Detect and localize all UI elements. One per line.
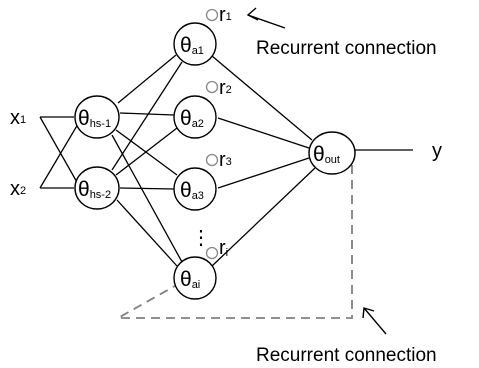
node-a2-label: θa2 <box>180 107 204 130</box>
edge-a2-out <box>217 117 310 149</box>
recurrent-loops <box>205 8 219 260</box>
edge-a3-out <box>217 157 310 189</box>
recurrent-loop-a1 <box>205 8 219 22</box>
recurrent-loop-ai <box>205 246 219 260</box>
node-a3-circle <box>173 167 217 211</box>
nodes <box>74 22 356 300</box>
edge-hs1-ai <box>111 134 183 263</box>
edge-hs2-a3 <box>119 187 175 190</box>
recurrent-ri-label: ri <box>219 237 228 259</box>
node-hs1-label: θhs-1 <box>78 107 111 130</box>
node-hs2-circle <box>74 166 120 210</box>
edge-x1-hs2 <box>39 116 79 185</box>
edge-hs1-a3 <box>115 129 178 176</box>
input-x2-label: x2 <box>10 178 26 200</box>
top-arrow-shaft <box>247 14 286 29</box>
bottom-arrow-head <box>362 307 375 319</box>
recurrent-r3-label: r3 <box>219 149 232 171</box>
node-ai-label: θai <box>180 268 200 291</box>
node-a3-label: θa3 <box>180 179 204 202</box>
node-hs2-label: θhs-2 <box>78 178 111 201</box>
annotation-arrows <box>246 7 387 335</box>
node-ai-circle <box>173 256 217 300</box>
edge-hs2-a1 <box>111 61 183 171</box>
recurrent-r1-label: r1 <box>219 4 232 26</box>
annotation-bottom: Recurrent connection <box>256 345 437 366</box>
top-arrow-head <box>246 7 259 21</box>
input-x1-label: x1 <box>10 107 26 129</box>
edge-hs2-a2 <box>115 127 178 176</box>
annotation-top: Recurrent connection <box>256 38 437 59</box>
recurrent-loop-a3 <box>205 153 219 167</box>
connections <box>39 54 413 267</box>
node-out-circle <box>308 131 356 175</box>
output-y-label: y <box>432 140 442 162</box>
edge-x2-hs1 <box>39 123 79 189</box>
edge-hs1-a1 <box>117 54 177 104</box>
edge-hs1-a2 <box>119 112 175 116</box>
ellipsis: ⋮ <box>191 227 211 249</box>
node-out-label: θout <box>313 143 340 166</box>
recurrent-r2-label: r2 <box>219 77 232 99</box>
edge-hs2-ai <box>116 199 178 267</box>
node-a1-circle <box>173 22 217 66</box>
node-a1-label: θa1 <box>180 34 204 57</box>
node-hs1-circle <box>74 95 120 139</box>
bottom-arrow-shaft <box>363 307 387 335</box>
dashed-feedback-path <box>114 150 353 319</box>
node-a2-circle <box>173 95 217 139</box>
edge-ai-out <box>211 167 316 267</box>
recurrent-loop-a2 <box>205 80 219 94</box>
edge-a1-out <box>211 55 313 141</box>
